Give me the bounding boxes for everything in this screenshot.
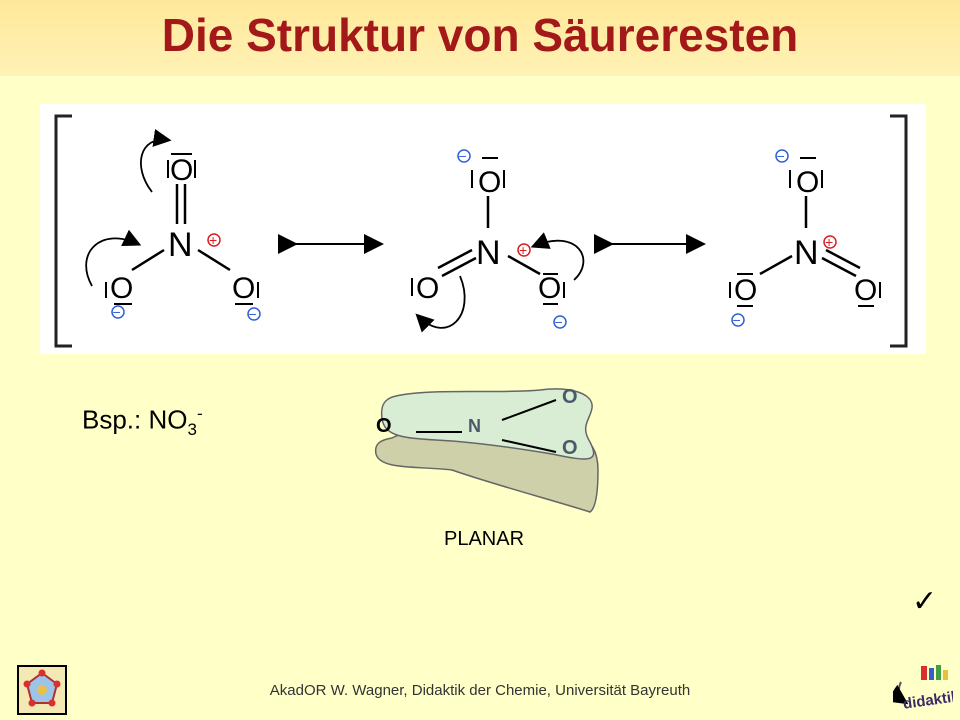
example-subscript: 3 (187, 419, 197, 439)
title-bar (0, 0, 960, 76)
planar-atom-n: N (468, 416, 481, 436)
oxygen-top-3: O (796, 166, 819, 199)
curved-arrow-1a (140, 129, 172, 193)
planar-caption: PLANAR (444, 528, 525, 550)
resonance-structure-2: N O − O O + − (411, 148, 585, 333)
minus-charge-2a: − (459, 148, 467, 164)
resonance-structure-1: N O O O + − − (85, 129, 261, 322)
curved-arrow-2a (530, 232, 585, 281)
planar-atom-o-bottom: O (562, 437, 578, 459)
minus-charge-2b: − (555, 314, 563, 330)
minus-charge-1b: − (249, 306, 257, 322)
resonance-scheme: N O O O + − − N (40, 104, 926, 354)
resonance-svg: N O O O + − − N (54, 114, 908, 348)
oxygen-left-1: O (110, 272, 133, 305)
didaktik-logo-text: didaktik (902, 688, 953, 713)
minus-charge-3b: − (733, 312, 741, 328)
plus-charge-1: + (209, 232, 217, 248)
oxygen-right-1: O (232, 272, 255, 305)
plus-charge-3: + (825, 234, 833, 250)
minus-charge-1a: − (113, 304, 121, 320)
page-title: Die Struktur von Säureresten (161, 9, 799, 61)
minus-charge-3a: − (777, 148, 785, 164)
checkmark-icon[interactable]: ✓ (912, 585, 938, 618)
nitrogen-atom-3: N (794, 234, 819, 272)
example-prefix: Bsp.: NO (82, 404, 188, 435)
oxygen-left-3: O (734, 274, 757, 307)
nitrogen-atom-1: N (168, 226, 193, 264)
oxygen-top-1: O (170, 154, 193, 187)
chemistry-logo-icon (17, 665, 67, 715)
curved-arrow-2b (415, 275, 466, 333)
example-superscript: - (196, 404, 203, 423)
planar-atom-o-top: O (562, 386, 578, 408)
resonance-structure-3: N O − O O + − (729, 148, 881, 328)
curved-arrow-1b (85, 229, 142, 287)
bond-n-o-top (501, 399, 557, 421)
oxygen-right-3: O (854, 274, 877, 307)
didaktik-logo-icon[interactable]: didaktik (893, 662, 953, 716)
right-bracket (890, 114, 908, 348)
oxygen-right-2: O (538, 272, 561, 305)
nitrogen-atom-2: N (476, 234, 501, 272)
planar-atom-o-left: O (376, 415, 392, 437)
plus-charge-2: + (519, 242, 527, 258)
oxygen-top-2: O (478, 166, 501, 199)
oxygen-left-2: O (416, 272, 439, 305)
example-formula: Bsp.: NO3- (82, 404, 203, 440)
footer-credit: AkadOR W. Wagner, Didaktik der Chemie, U… (269, 682, 691, 699)
left-bracket (54, 114, 72, 348)
bond-n-o-bottom (501, 439, 557, 453)
